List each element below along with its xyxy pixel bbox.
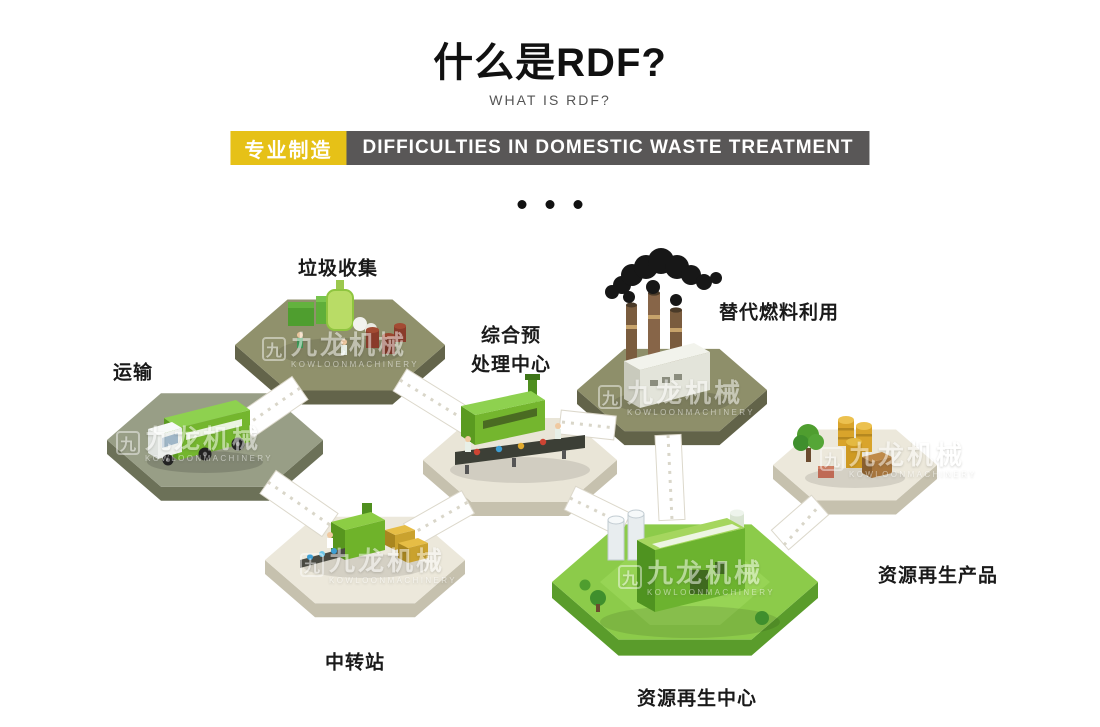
fuel-factory [614, 290, 730, 414]
connector-paths [236, 368, 830, 551]
process-diagram: 垃圾收集 运输 综合预 处理中心 替代燃料利用 中转站 资源再生中心 资源再生产… [0, 230, 1100, 727]
platform-collection [235, 299, 445, 405]
label-regeneration-products: 资源再生产品 [877, 565, 999, 587]
smoke-plume [605, 248, 722, 306]
label-transport: 运输 [112, 362, 154, 384]
regeneration-plant [579, 509, 780, 638]
dot [545, 200, 555, 209]
garbage-truck [147, 400, 263, 473]
label-preprocessing-line1: 综合预 [480, 325, 542, 347]
isometric-scene [107, 248, 937, 656]
section-divider-dots [517, 200, 583, 209]
preprocessing-machine [450, 374, 590, 483]
recycled-products [793, 416, 905, 488]
banner-badge: 专业制造 [230, 131, 347, 165]
label-transfer-station: 中转站 [324, 652, 386, 674]
label-regeneration-center: 资源再生中心 [636, 688, 758, 710]
banner-text: DIFFICULTIES IN DOMESTIC WASTE TREATMENT [346, 131, 870, 165]
dot [573, 200, 583, 209]
connector-steps [244, 378, 822, 547]
dot [517, 200, 527, 209]
label-collection: 垃圾收集 [297, 258, 379, 280]
page-title: 什么是RDF? [433, 41, 667, 85]
waste-collection-point [278, 280, 406, 366]
label-preprocessing-line2: 处理中心 [470, 354, 552, 375]
section-banner: 专业制造 DIFFICULTIES IN DOMESTIC WASTE TREA… [230, 131, 870, 165]
label-preprocessing: 综合预 处理中心 [471, 323, 551, 380]
label-alternative-fuel: 替代燃料利用 [718, 302, 840, 324]
transfer-station-machine [300, 503, 428, 578]
page-subtitle: WHAT IS RDF? [489, 92, 611, 108]
